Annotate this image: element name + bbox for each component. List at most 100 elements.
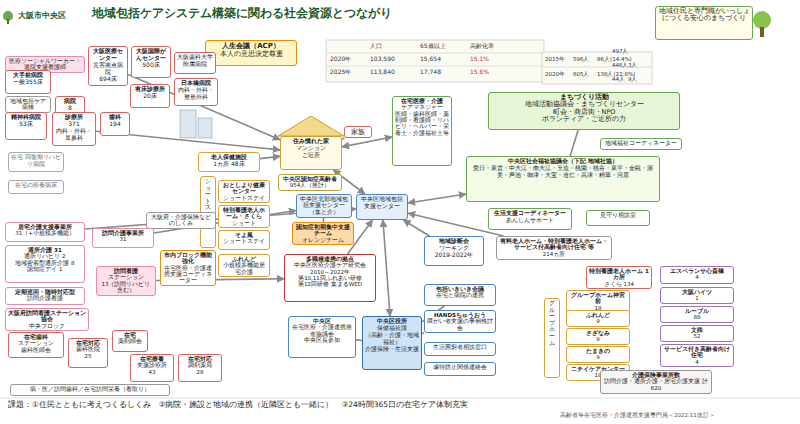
- logo-trunk: [7, 19, 9, 24]
- resource-box: 在宅 回復期リハビリ病院: [8, 152, 64, 172]
- table-cell: 65歳以上: [420, 43, 446, 50]
- box-heading: 在宅の療養病床: [11, 182, 61, 189]
- table-cell: 497人: [612, 48, 629, 54]
- box-text: 医師・歯科医師・薬剤師・看護師・リハビリ・ヘルパー・栄養士・介護福祉士等: [395, 111, 449, 136]
- box-heading: 大阪医療センター: [91, 48, 125, 62]
- box-heading: おとしより健康センター: [221, 182, 267, 195]
- box-heading: 虐待防止関係連絡会: [427, 364, 493, 370]
- connector-arrow: [403, 220, 429, 236]
- resource-box: 生活困窮者相談窓口: [424, 342, 496, 356]
- resource-box: 家族: [344, 126, 372, 138]
- hospital-building: [180, 110, 196, 138]
- resource-box: 文殊52: [660, 325, 734, 342]
- resource-box: 中央区北部地域包括支援センター（集と介）: [296, 194, 352, 218]
- tree-crown: [753, 11, 771, 29]
- resource-box: 中央区認知症高齢者954人（推計）: [278, 174, 342, 191]
- box-heading: 病・医／訪問歯科／在宅訪問栄養（看取り）: [13, 386, 167, 392]
- resource-box: 虐待防止関係連絡会: [424, 362, 496, 376]
- stats-table: [542, 52, 652, 84]
- resource-box: HANDSちゅうおう障がい者支援の事例検討会: [424, 310, 496, 333]
- box-text: 31（+小規模多機能）: [8, 230, 82, 236]
- table-rule: [326, 66, 544, 67]
- box-text: ご近所: [283, 152, 339, 159]
- resource-box: 在宅薬剤師会: [112, 330, 148, 352]
- box-heading: 通所介護 31: [8, 247, 82, 253]
- box-text: 8: [58, 105, 82, 112]
- box-heading: 認知症初期集中支援チーム: [295, 224, 351, 237]
- resource-box: 訪問介護事業所31: [92, 228, 154, 248]
- resource-box: さざなみ9: [566, 328, 630, 345]
- box-text: 在宅医療・介護連携推進協議会: [291, 324, 353, 337]
- resource-box: 歯科194: [100, 112, 130, 136]
- box-heading: 生活困窮者相談窓口: [427, 344, 493, 350]
- box-text: 28: [181, 369, 219, 375]
- box-text: 障がい者支援の事例検討会: [427, 318, 493, 331]
- box-heading: 地域包括ケア病棟: [8, 98, 48, 111]
- connector-arrow: [570, 130, 578, 156]
- box-text: ショートステイ: [221, 238, 267, 244]
- resource-box: 大手前病院一般355床: [5, 70, 51, 94]
- box-heading: たまきの: [569, 348, 627, 354]
- connector-arrow: [128, 75, 280, 140]
- box-heading: 中央区役所: [365, 318, 419, 325]
- box-text: さくら 134: [589, 281, 649, 287]
- box-heading: さざなみ: [569, 330, 627, 336]
- box-heading: 見守り相談室: [589, 212, 647, 219]
- hospital-building: [198, 118, 212, 138]
- resource-box: 生活支援コーディネーターあんしんサポート: [488, 208, 572, 230]
- box-text: 53床: [8, 121, 44, 128]
- box-heading: サービス付き高齢者向け住宅: [663, 346, 731, 359]
- box-text: 町会・商店街・NPO: [491, 109, 677, 116]
- resource-box: 多職種連携の拠点中央区医療介護ケア研究会2010～2022年第10,11回ふれあ…: [284, 254, 376, 302]
- box-text: 25: [71, 353, 105, 359]
- resource-box: 中央区地域包括支援センター: [356, 194, 408, 220]
- box-heading: 大阪ハイツ: [663, 289, 731, 295]
- box-heading: 在宅医療・介護: [395, 98, 449, 104]
- resource-box: 通所介護 31通所リハビリ 2地域密着型通所介護 8認知症デイ 1: [5, 245, 85, 283]
- box-heading: 地域住民と専門職がいっしょにつくる安心のまちづくり: [658, 8, 750, 23]
- box-heading: 文殊: [663, 327, 731, 333]
- footer-rule: [0, 398, 800, 399]
- resource-box: 定期巡回・随時対応型訪問介護看護: [5, 287, 85, 305]
- box-text: 694床: [91, 76, 125, 83]
- resource-box: たまきの9: [566, 346, 630, 363]
- box-text: 31: [95, 236, 151, 242]
- box-heading: 住み慣れた家: [283, 138, 339, 145]
- resource-box: 市内ブロック機能強化在宅医療・介護連携支援コーディネーター: [160, 250, 216, 286]
- box-heading: 医療ソーシャルワーカー・退院支援看護師: [8, 58, 82, 71]
- box-text: 地域活動協議会・まちづくりセンター: [491, 101, 677, 108]
- box-text: 保健福祉課: [365, 325, 419, 332]
- connector-arrow: [422, 332, 424, 334]
- box-heading: 大阪府・介護保険などのしくみ: [149, 214, 213, 227]
- resource-box: 住み慣れた家マンションご近所: [280, 136, 342, 170]
- resource-box: ふれんど小規模多機能居宅介護: [218, 254, 270, 277]
- box-text: ステーション: [99, 274, 153, 280]
- box-heading: 人生会議（ACP）: [208, 42, 294, 50]
- box-heading: 大阪歯科大学附属病院: [177, 54, 213, 68]
- box-text: 9: [569, 336, 627, 342]
- resource-box: 在宅の療養病床: [8, 180, 64, 194]
- box-heading: ふれんど: [569, 312, 627, 318]
- resource-box: 大阪ハイツ1: [660, 287, 734, 304]
- resource-box: 中央区役所保健福祉課（高齢・介護・地域福祉）介護保険・生活支援: [362, 316, 422, 370]
- box-text: 4: [663, 359, 731, 365]
- resource-box: 包括いきいき会議在宅と病院の連携: [424, 284, 496, 306]
- box-heading: まちづくり活動: [491, 94, 677, 101]
- box-heading: 中央区北部地域包括支援センター（集と介）: [299, 196, 349, 215]
- resource-box: 大阪府訪問看護ステーション協会中央ブロック: [5, 308, 89, 331]
- box-text: 歯科医師会: [11, 347, 61, 353]
- resource-box: 介護保険事業所数訪問介護・通所介護・居宅介護支援 計620: [600, 370, 712, 394]
- box-text: 194: [103, 121, 127, 128]
- box-text: 訪問介護看護: [8, 295, 82, 301]
- resource-box: 在宅対応歯科医院25: [68, 338, 108, 368]
- table-cell: 15.1%: [470, 56, 489, 63]
- table-cell: 高齢化率: [470, 43, 494, 50]
- box-text: 52: [663, 333, 731, 339]
- box-heading: 中央区認知症高齢者: [281, 176, 339, 182]
- box-text: 2019-2022年: [427, 252, 481, 259]
- resource-box: 精神科病院53床: [5, 112, 47, 140]
- resource-box: 中央区社会福祉協議会（下記 地域社協）愛日・東雲・中大江・南大江・玉造・桃園・桃…: [466, 156, 660, 202]
- box-text: 内科・外科・耳鼻科: [55, 128, 93, 142]
- box-heading: 訪問介護事業所: [95, 230, 151, 236]
- resource-box: 人生会議（ACP）本人の意思決定尊重: [205, 40, 297, 66]
